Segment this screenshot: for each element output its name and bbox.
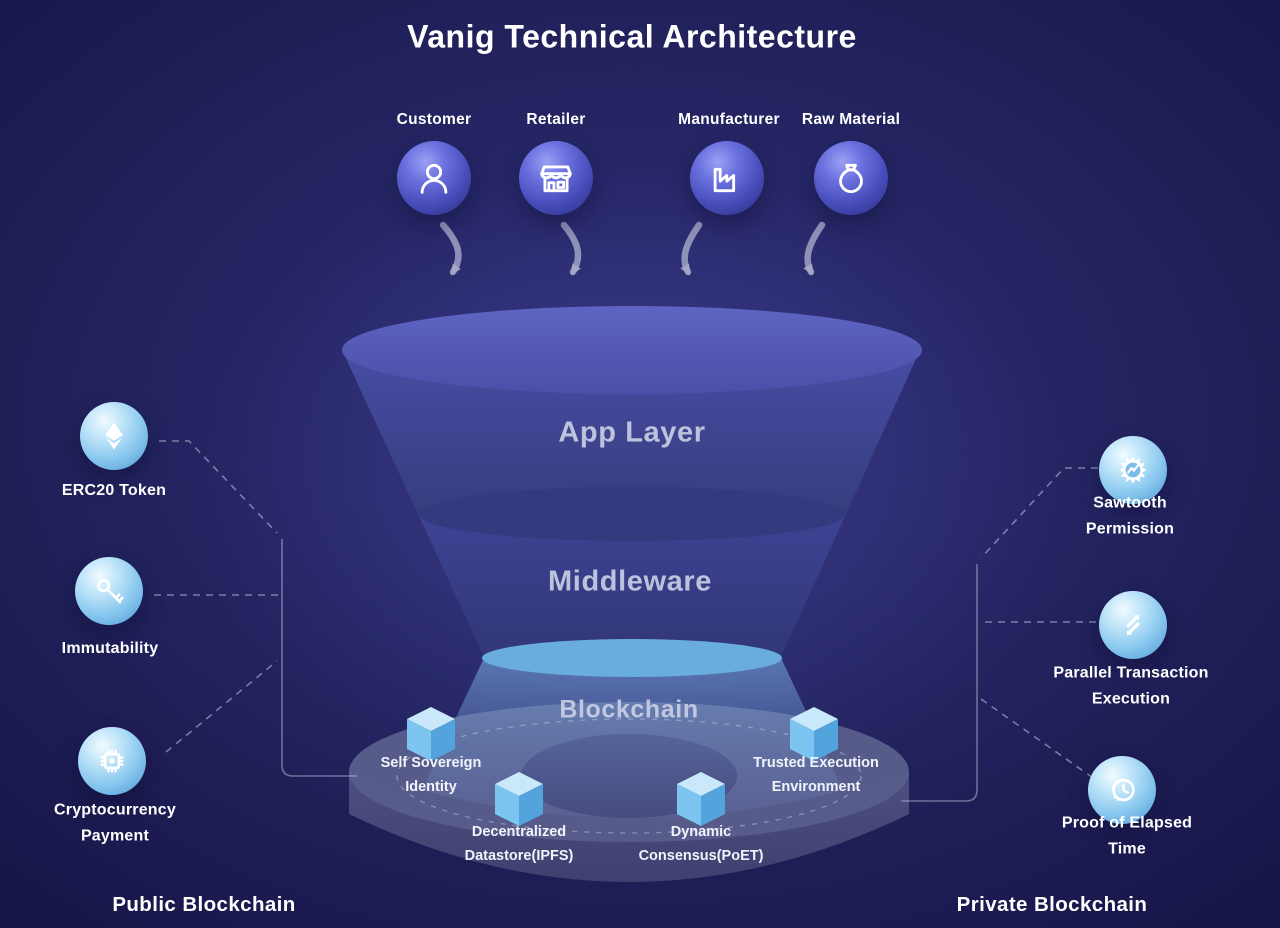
cube-icon (677, 772, 725, 826)
private-blockchain-heading: Private Blockchain (956, 893, 1148, 916)
ethereum-icon (105, 422, 123, 450)
actor-sphere-raw-material (814, 141, 888, 215)
private-item-label-sawtooth: Sawtooth Permission (1085, 494, 1175, 538)
actor-label-manufacturer: Manufacturer (678, 111, 780, 128)
cube-icon (790, 707, 838, 761)
cube-icon (407, 707, 455, 761)
flow-arrow (803, 221, 826, 276)
public-blockchain-heading: Public Blockchain (112, 893, 296, 916)
person-icon (420, 163, 448, 194)
component-label-ssi: Self Sovereign Identity (380, 755, 482, 795)
page-title: Vanig Technical Architecture (407, 18, 857, 55)
flow-arrow (439, 221, 462, 276)
public-sphere-immutability (75, 557, 143, 625)
public-sphere-crypto-payment (78, 727, 146, 795)
layer-label-app: App Layer (558, 416, 706, 449)
flow-arrow (680, 221, 703, 276)
actor-label-retailer: Retailer (526, 111, 586, 128)
parallel-arrows-icon (1126, 614, 1140, 636)
app-layer-funnel (342, 306, 922, 538)
public-sphere-erc20 (80, 402, 148, 470)
factory-icon (713, 167, 736, 193)
private-sphere-sawtooth (1099, 436, 1167, 504)
storefront-icon (540, 165, 572, 193)
sawtooth-gear-icon (1119, 456, 1147, 484)
private-sphere-parallel-tx (1099, 591, 1167, 659)
component-label-tee: Trusted Execution Environment (753, 755, 879, 795)
actor-label-customer: Customer (396, 111, 472, 128)
public-item-label-immutability: Immutability (61, 639, 159, 657)
cube-icon (495, 772, 543, 826)
private-sphere-poet (1088, 756, 1156, 824)
actor-sphere-retailer (519, 141, 593, 215)
middleware-funnel (418, 487, 846, 677)
actor-sphere-customer (397, 141, 471, 215)
connector-left (154, 440, 357, 777)
component-label-poet: Dynamic Consensus(PoET) (638, 824, 764, 864)
disc-dashed-ring (396, 718, 862, 834)
actor-sphere-manufacturer (690, 141, 764, 215)
flow-arrows (439, 221, 826, 276)
chip-icon (100, 749, 124, 773)
actor-label-raw-material: Raw Material (801, 111, 901, 128)
component-label-ipfs: Decentralized Datastore(IPFS) (464, 824, 574, 864)
layer-label-blockchain: Blockchain (559, 695, 699, 724)
layer-label-middleware: Middleware (548, 565, 712, 598)
history-clock-icon (1110, 778, 1135, 802)
connector-right (901, 467, 1104, 802)
public-item-label-erc20: ERC20 Token (61, 481, 167, 499)
flow-arrow (560, 221, 582, 276)
private-item-label-parallel-tx: Parallel Transaction Execution (1053, 664, 1209, 708)
sack-icon (839, 163, 863, 193)
public-item-label-crypto-payment: Cryptocurrency Payment (54, 801, 176, 845)
key-icon (97, 579, 124, 604)
private-item-label-poet: Proof of Elapsed Time (1061, 814, 1193, 858)
